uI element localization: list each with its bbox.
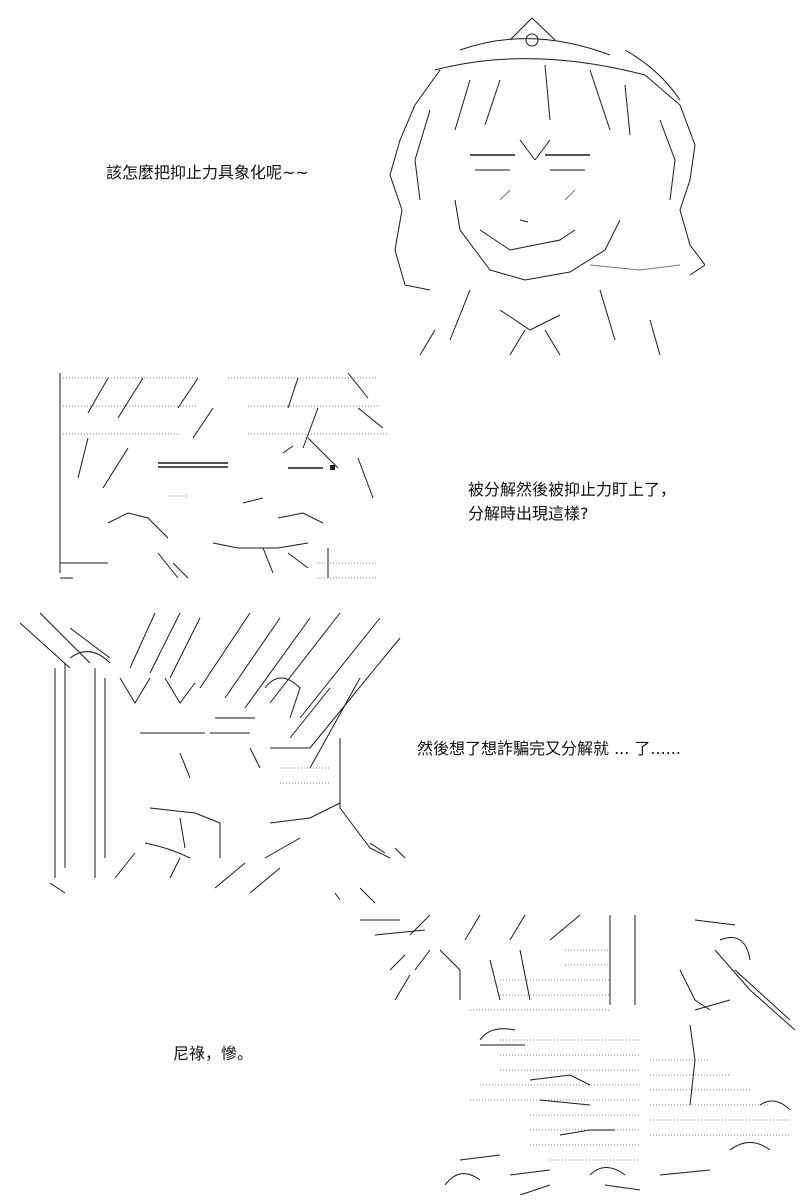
panel-3: 然後想了想詐騙完又分解就 ... 了...... <box>0 600 800 910</box>
speed-lines-figure-ascii-art-icon <box>10 608 415 908</box>
panel-1: 該怎麼把抑止力具象化呢~~ <box>0 0 800 360</box>
panel-4: 尼祿，慘。 <box>0 905 800 1200</box>
panel-2: 被分解然後被抑止力盯上了， 分解時出現這樣? <box>0 360 800 600</box>
panel-2-caption: 被分解然後被抑止力盯上了， 分解時出現這樣? <box>468 480 677 523</box>
panel-3-caption: 然後想了想詐騙完又分解就 ... 了...... <box>417 739 681 758</box>
shocked-face-ascii-art-icon <box>48 368 393 590</box>
panel-4-caption: 尼祿，慘。 <box>173 1044 254 1063</box>
girl-face-ascii-art-icon <box>360 10 705 355</box>
panel-1-caption: 該怎麼把抑止力具象化呢~~ <box>106 163 309 182</box>
rubble-figure-ascii-art-icon <box>350 910 800 1195</box>
